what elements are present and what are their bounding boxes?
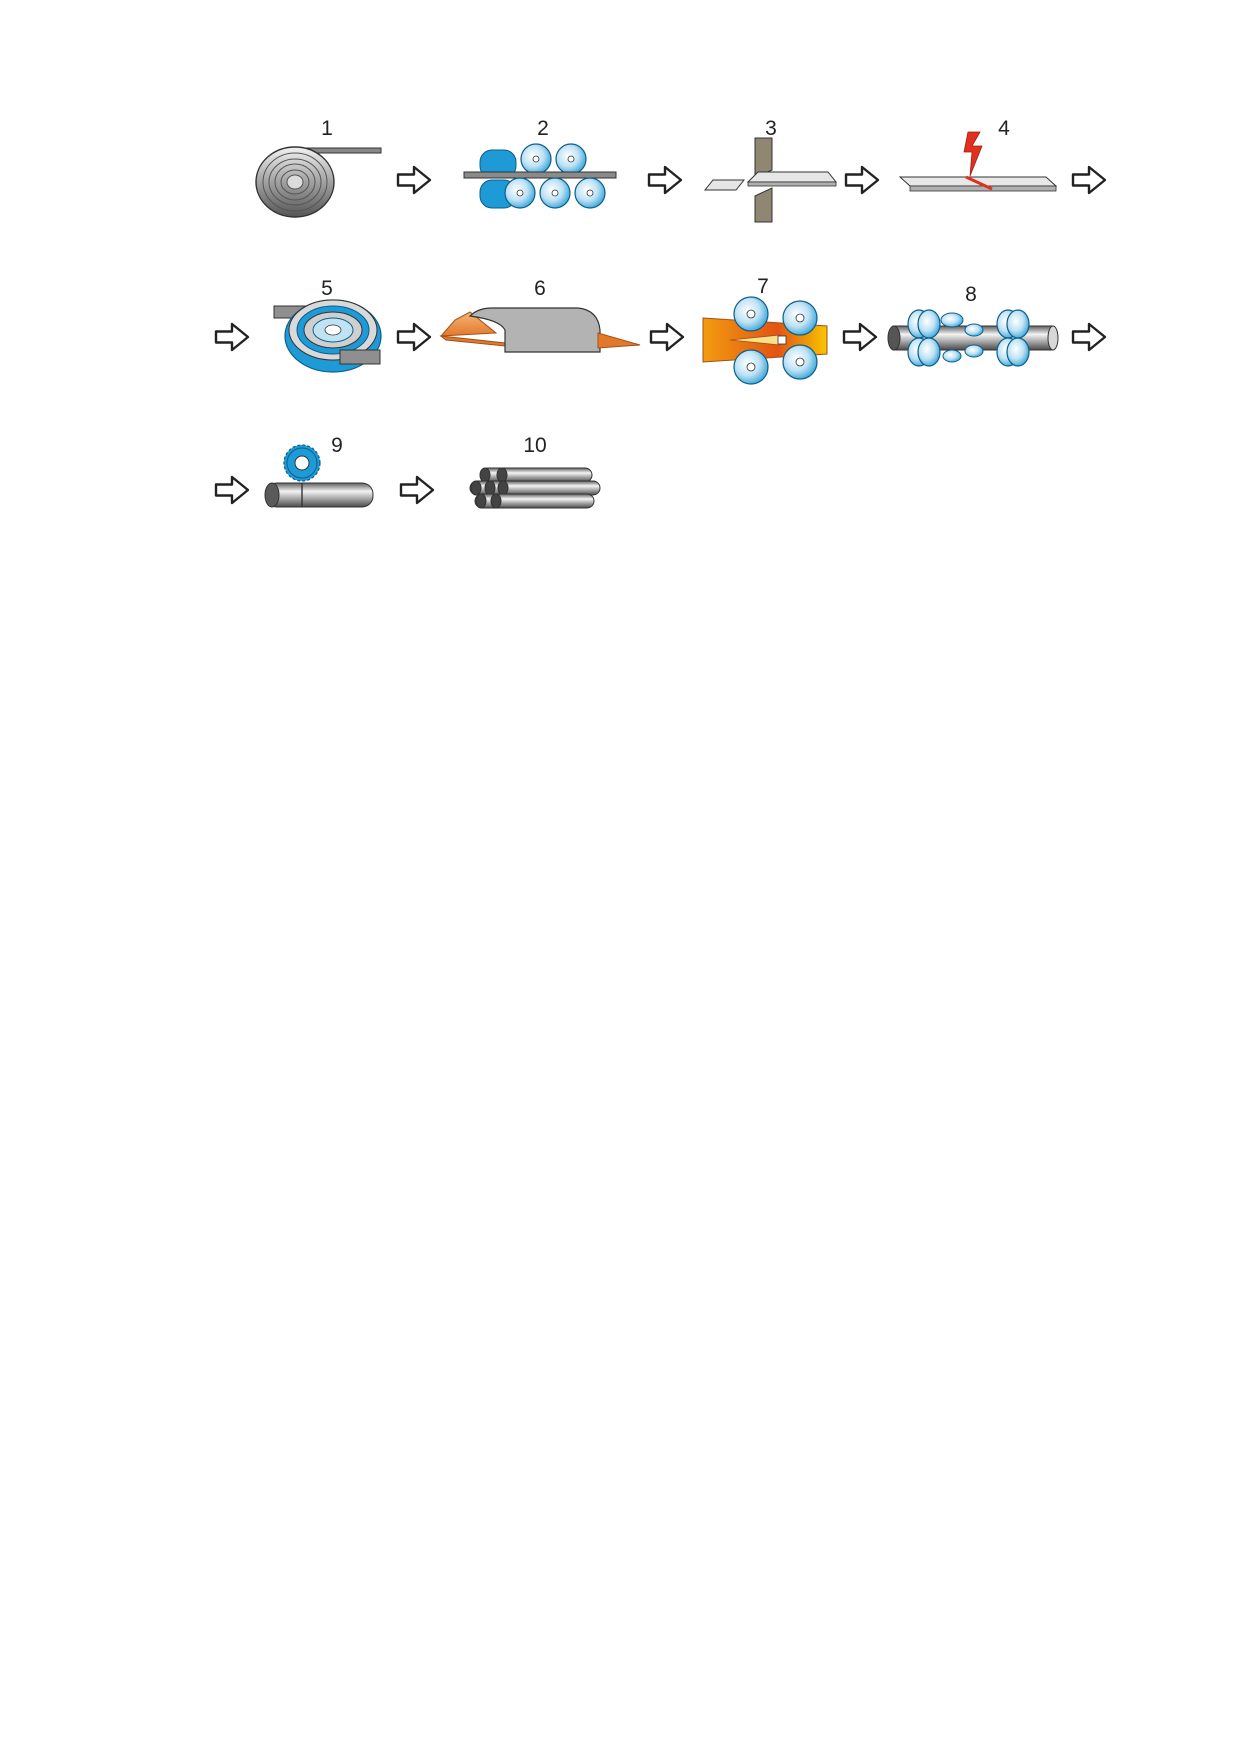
flow-arrow-icon	[649, 322, 685, 352]
step-5-label: 5	[321, 277, 333, 300]
flow-arrow-icon	[396, 165, 432, 195]
flow-arrow-icon	[647, 165, 683, 195]
hf-welding-rollers-icon	[702, 296, 828, 385]
steel-coil-icon	[255, 146, 382, 218]
flow-arrow-icon	[399, 475, 435, 505]
step-1-label: 1	[321, 117, 333, 140]
saw-cutting-icon	[264, 444, 374, 508]
flow-arrow-icon	[1071, 322, 1107, 352]
shear-cutter-icon	[703, 137, 838, 223]
flow-arrow-icon	[214, 475, 250, 505]
step-2-label: 2	[537, 117, 549, 140]
forming-section-icon	[439, 307, 641, 353]
step-10-label: 10	[523, 434, 546, 457]
step-9-label: 9	[331, 434, 343, 457]
step-7-label: 7	[757, 275, 769, 298]
step-8-label: 8	[965, 283, 977, 306]
step-4-label: 4	[998, 117, 1010, 140]
flow-arrow-icon	[396, 322, 432, 352]
strip-accumulator-icon	[273, 299, 382, 373]
finished-pipes-icon	[469, 467, 601, 509]
leveling-rollers-icon	[463, 143, 617, 209]
sizing-rollers-icon	[887, 309, 1059, 367]
flow-arrow-icon	[842, 322, 878, 352]
step-3-label: 3	[765, 117, 777, 140]
flow-arrow-icon	[844, 165, 880, 195]
flow-arrow-icon	[1071, 165, 1107, 195]
step-6-label: 6	[534, 277, 546, 300]
strip-end-welding-icon	[898, 131, 1058, 192]
flow-arrow-icon	[214, 322, 250, 352]
